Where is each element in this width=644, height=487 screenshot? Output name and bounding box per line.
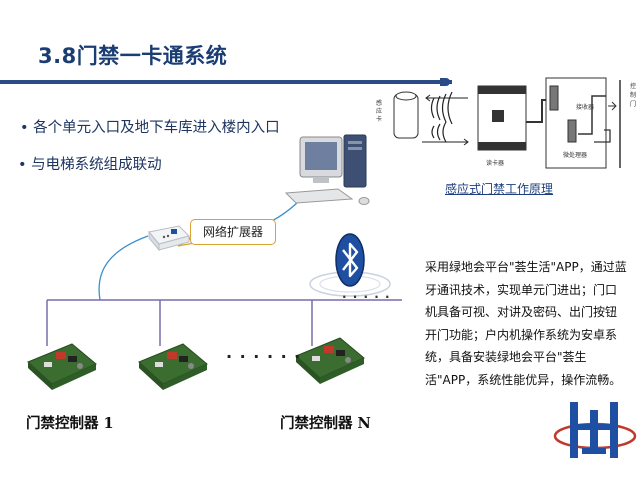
bluetooth-icon xyxy=(309,233,391,297)
principle-diagram xyxy=(393,77,621,169)
description-text: 采用绿地会平台"荟生活"APP，通过蓝牙通讯技术，实现单元门进出；门口机具备可视… xyxy=(425,260,627,387)
bullet-elevator-link: • 与电梯系统组成联动 xyxy=(18,157,162,173)
diagram-label-reader: 读卡器 xyxy=(486,160,505,167)
controller-board-icon xyxy=(138,343,208,390)
logo-mark xyxy=(553,402,637,458)
diagram-label-card: 感应卡 xyxy=(376,100,383,123)
diagram-label-processor: 微处理器 xyxy=(563,152,588,159)
bullet-entrances: • 各个单元入口及地下车库进入楼内入口 xyxy=(20,120,280,136)
controller-n-label: 门禁控制器 N xyxy=(280,415,371,432)
diagram-label-receiver: 接收器 xyxy=(576,104,595,111)
slide-title: 3.8门禁一卡通系统 xyxy=(38,44,228,68)
network-expander-label: 网络扩展器 xyxy=(190,219,276,245)
controller-1-label: 门禁控制器 1 xyxy=(26,415,114,432)
bluetooth-ellipsis: · · · · · xyxy=(342,290,391,304)
diagram-label-door: 控制门 xyxy=(630,83,637,108)
title-underline xyxy=(0,80,452,84)
controller-board-icon xyxy=(27,343,97,390)
diagram-caption: 感应式门禁工作原理 xyxy=(445,182,554,196)
computer-icon xyxy=(284,134,370,205)
controllers-ellipsis: · · · · · · xyxy=(226,347,302,366)
network-expander-icon xyxy=(148,225,190,252)
title-underline-cap xyxy=(440,78,450,86)
controller-board-icon xyxy=(295,337,365,384)
